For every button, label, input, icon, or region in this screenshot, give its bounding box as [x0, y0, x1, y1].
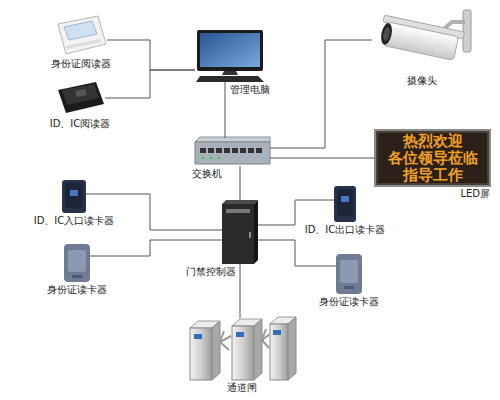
- device-label: ID、IC出口读卡器: [305, 224, 386, 236]
- id-reader-art: [336, 254, 362, 294]
- wire-connector: [225, 82, 226, 138]
- switch-art: [195, 137, 270, 164]
- wire-connector: [240, 166, 241, 200]
- device-label: 交换机: [192, 168, 222, 180]
- led-screen-text: 热烈欢迎 各位领导莅临 指导工作: [375, 130, 490, 186]
- wire-connector: [107, 40, 195, 70]
- device-label: ID、IC阅读器: [50, 118, 111, 130]
- device-label: 摄像头: [407, 75, 437, 87]
- device-node: 交换机: [195, 138, 270, 166]
- device-label: 门禁控制器: [186, 266, 236, 278]
- device-label: 身份证读卡器: [47, 284, 107, 296]
- device-node: ID、IC阅读器: [55, 80, 105, 116]
- led-screen-art: [375, 130, 490, 186]
- device-node: 身份证读卡器: [336, 254, 362, 294]
- wire-connector: [240, 264, 241, 318]
- wire-connector: [258, 240, 336, 266]
- camera-art: [378, 10, 471, 61]
- device-label: LED屏: [460, 188, 490, 200]
- wire-connector: [105, 70, 195, 98]
- id-reader-art: [64, 244, 90, 282]
- device-node: 摄像头: [372, 18, 472, 73]
- controller-art: [222, 200, 258, 264]
- turnstile-art: [190, 317, 296, 380]
- device-node: 门禁控制器: [222, 200, 258, 264]
- device-label: 通道闸: [227, 382, 257, 394]
- device-node: 身份证阅读器: [55, 14, 107, 56]
- device-label: 管理电脑: [230, 84, 270, 96]
- device-node: ID、IC入口读卡器: [62, 180, 86, 213]
- id-card-reader-art: [58, 16, 106, 54]
- exit-reader-art: [334, 186, 356, 222]
- computer-art: [196, 30, 264, 82]
- device-node: 身份证读卡器: [64, 244, 90, 282]
- wire-connector: [270, 40, 372, 148]
- device-node: ID、IC出口读卡器: [334, 186, 356, 222]
- device-label: 身份证读卡器: [319, 296, 379, 308]
- wire-connector: [270, 158, 375, 159]
- wire-connector: [258, 200, 334, 225]
- device-node: 通道闸: [188, 318, 296, 380]
- ic-reader-art: [58, 82, 104, 113]
- wire-connector: [90, 240, 222, 256]
- device-label: ID、IC入口读卡器: [34, 215, 115, 227]
- device-node: 热烈欢迎 各位领导莅临 指导工作LED屏: [375, 130, 490, 186]
- device-node: 管理电脑: [195, 30, 265, 82]
- device-label: 身份证阅读器: [51, 58, 111, 70]
- entry-reader-art: [62, 180, 86, 213]
